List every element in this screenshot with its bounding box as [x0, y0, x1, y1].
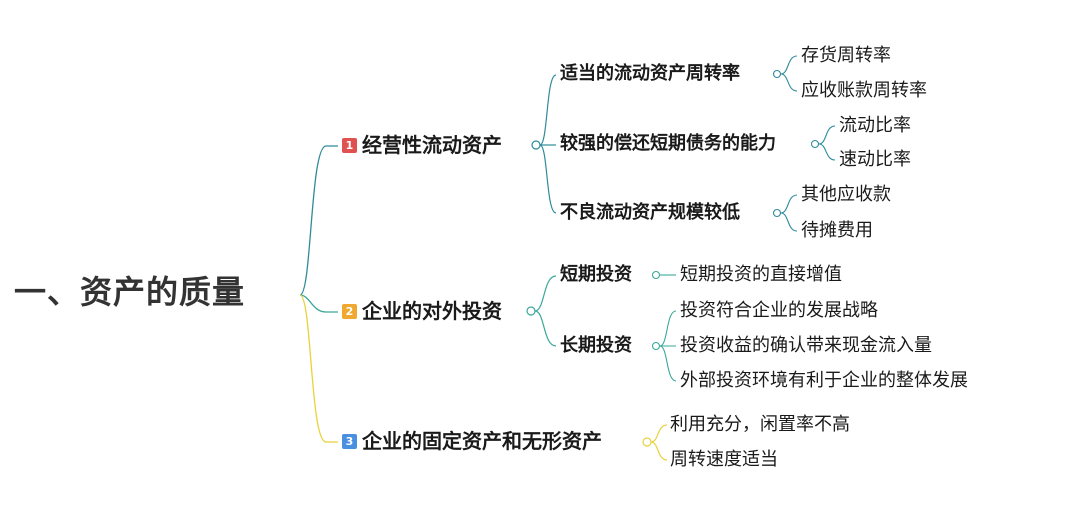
collapse-toggle-branch-1[interactable] [531, 140, 541, 150]
branch-1-topic[interactable]: 1 经营性流动资产 [342, 135, 502, 155]
link-branch-1-child-1 [539, 74, 557, 146]
link-root-branch-2 [299, 294, 338, 313]
collapse-toggle-b2c2[interactable] [651, 341, 661, 351]
link-b1c1-leaves [780, 55, 798, 92]
leaf-b3-2[interactable]: 周转速度适当 [670, 449, 778, 470]
leaf-b1c2-1[interactable]: 流动比率 [839, 115, 911, 136]
link-b2c2-leaves [659, 310, 677, 382]
link-b1c2-leaves [818, 125, 836, 161]
leaf-b1c3-2[interactable]: 待摊费用 [801, 220, 873, 241]
leaf-b2c2-3[interactable]: 外部投资环境有利于企业的整体发展 [680, 370, 968, 391]
collapse-toggle-b1c1[interactable] [772, 69, 782, 79]
root-topic[interactable]: 一、资产的质量 [14, 273, 246, 311]
leaf-b1c1-1[interactable]: 存货周转率 [801, 45, 891, 66]
link-branch-3-leaves [650, 424, 668, 461]
leaf-b3-1[interactable]: 利用充分，闲置率不高 [670, 414, 850, 435]
branch-1-label: 经营性流动资产 [362, 133, 502, 157]
b1-child-2-topic[interactable]: 较强的偿还短期债务的能力 [560, 133, 776, 154]
leaf-b2c2-1[interactable]: 投资符合企业的发展战略 [680, 300, 878, 321]
collapse-toggle-b1c2[interactable] [810, 139, 820, 149]
b2-child-2-topic[interactable]: 长期投资 [560, 335, 632, 356]
leaf-b1c2-2[interactable]: 速动比率 [839, 149, 911, 170]
leaf-b1c1-2[interactable]: 应收账款周转率 [801, 80, 927, 101]
leaf-b2c1-1[interactable]: 短期投资的直接增值 [680, 264, 842, 285]
link-root-branch-3 [299, 294, 338, 443]
b2-child-1-topic[interactable]: 短期投资 [560, 264, 632, 285]
b1-child-1-topic[interactable]: 适当的流动资产周转率 [560, 63, 740, 84]
branch-3-topic[interactable]: 3 企业的固定资产和无形资产 [342, 431, 602, 451]
link-b1c3-leaves [780, 194, 798, 232]
link-root-branch-1 [299, 145, 338, 296]
collapse-toggle-branch-2[interactable] [526, 306, 536, 316]
b1-child-3-topic[interactable]: 不良流动资产规模较低 [560, 202, 740, 223]
priority-2-icon: 2 [342, 303, 357, 319]
priority-1-icon: 1 [342, 137, 357, 153]
branch-3-label: 企业的固定资产和无形资产 [362, 429, 602, 453]
branch-2-label: 企业的对外投资 [362, 299, 502, 323]
priority-3-icon: 3 [342, 433, 357, 449]
leaf-b2c2-2[interactable]: 投资收益的确认带来现金流入量 [680, 335, 932, 356]
collapse-toggle-b1c3[interactable] [772, 208, 782, 218]
collapse-toggle-b2c1[interactable] [651, 270, 661, 280]
collapse-toggle-branch-3[interactable] [642, 437, 652, 447]
leaf-b1c3-1[interactable]: 其他应收款 [801, 184, 891, 205]
link-branch-2-children [534, 275, 557, 347]
link-branch-1-child-3 [539, 144, 557, 214]
branch-2-topic[interactable]: 2 企业的对外投资 [342, 301, 502, 321]
